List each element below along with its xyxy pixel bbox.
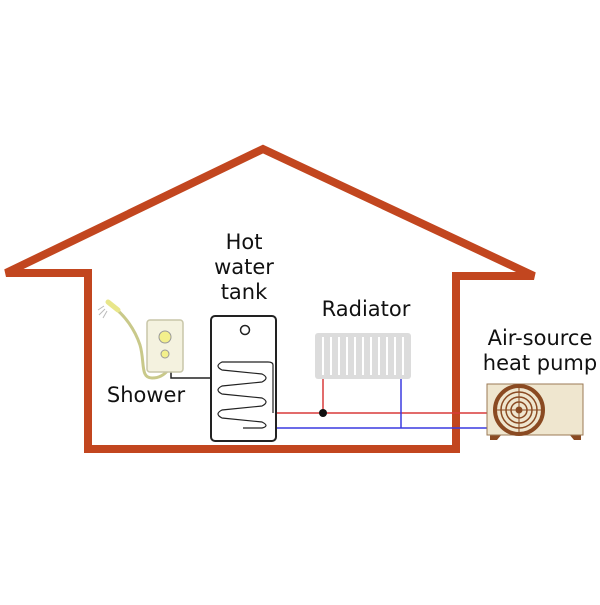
shower-head bbox=[105, 299, 121, 313]
pipe-junction bbox=[319, 409, 327, 417]
shower-spray-icon bbox=[97, 305, 108, 319]
heat-pump-label-line2: heat pump bbox=[483, 351, 597, 375]
house-outline bbox=[4, 144, 536, 453]
fan-icon bbox=[493, 384, 545, 436]
shower-hose bbox=[111, 304, 170, 380]
shower-pipe bbox=[170, 372, 211, 379]
heat-pump-label-line1: Air-source bbox=[488, 326, 593, 350]
shower-knob-small bbox=[160, 349, 170, 359]
radiator bbox=[315, 333, 411, 379]
shower-label: Shower bbox=[107, 383, 186, 407]
shower-knob-large bbox=[158, 330, 172, 344]
tank-label-line3: tank bbox=[221, 280, 268, 304]
tank-coil bbox=[217, 361, 274, 429]
tank-outlet bbox=[239, 324, 251, 336]
tank-label-line2: water bbox=[214, 255, 274, 279]
heat-pump bbox=[486, 383, 584, 440]
tank-label-line1: Hot bbox=[226, 230, 263, 254]
hot-water-tank bbox=[210, 315, 277, 442]
pipes bbox=[170, 372, 490, 429]
shower-unit bbox=[146, 319, 184, 373]
shower bbox=[97, 299, 184, 380]
radiator-label: Radiator bbox=[322, 297, 411, 321]
